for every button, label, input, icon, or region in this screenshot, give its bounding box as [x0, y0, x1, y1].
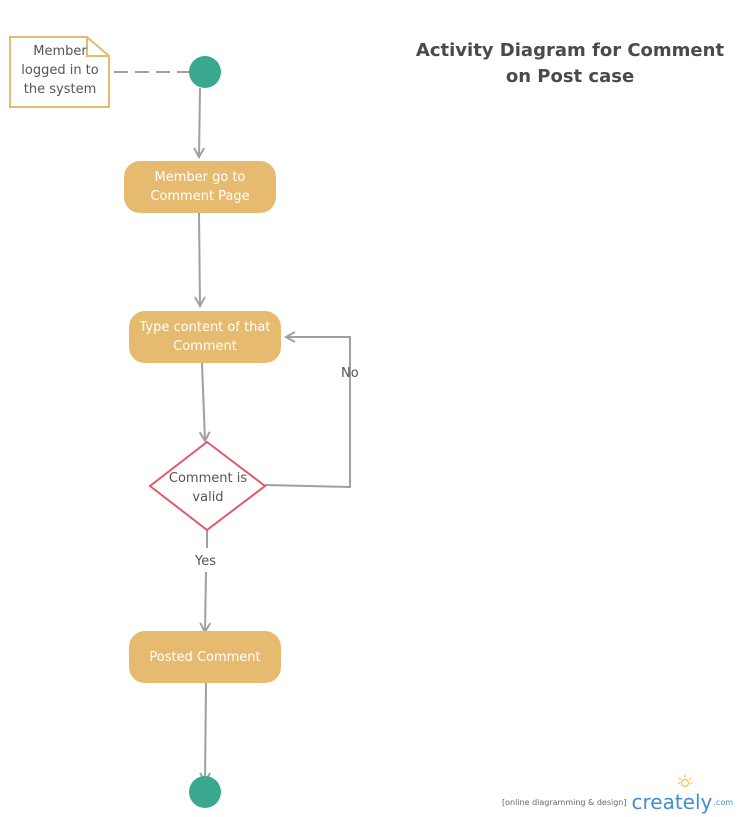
lightbulb-icon [677, 775, 693, 788]
guard-yes-label: Yes [195, 554, 216, 569]
activity-posted-comment: Posted Comment [129, 631, 281, 683]
activity-type-comment-content: Type content of that Comment [129, 311, 281, 363]
flow-start-to-go [199, 87, 200, 157]
footer-tagline: [online diagramming & design] [502, 798, 627, 807]
flow-go-to-type [199, 212, 200, 306]
decision-diamond [148, 440, 267, 532]
diagram-title: Activity Diagram for Comment on Post cas… [415, 40, 725, 87]
note-text: Member logged in to the system [21, 44, 99, 97]
final-node [189, 776, 221, 808]
note-shape [9, 36, 110, 108]
brand-suffix: .com [713, 798, 734, 807]
activity-member-go-to-comment-page: Member go to Comment Page [124, 161, 276, 213]
note-fold [86, 37, 109, 57]
creately-logo: creately [631, 775, 713, 814]
flow-decision-yes [205, 530, 207, 632]
guard-no-label: No [341, 366, 359, 381]
decision-label: Comment is valid [168, 471, 248, 505]
initial-node [189, 56, 221, 88]
creately-footer: [online diagramming & design] creately .… [502, 775, 734, 814]
brand-name-text: creately [631, 790, 713, 814]
flow-decision-no-loop [264, 337, 351, 489]
flow-posted-to-end [205, 682, 206, 782]
flow-type-to-decision [202, 362, 205, 441]
